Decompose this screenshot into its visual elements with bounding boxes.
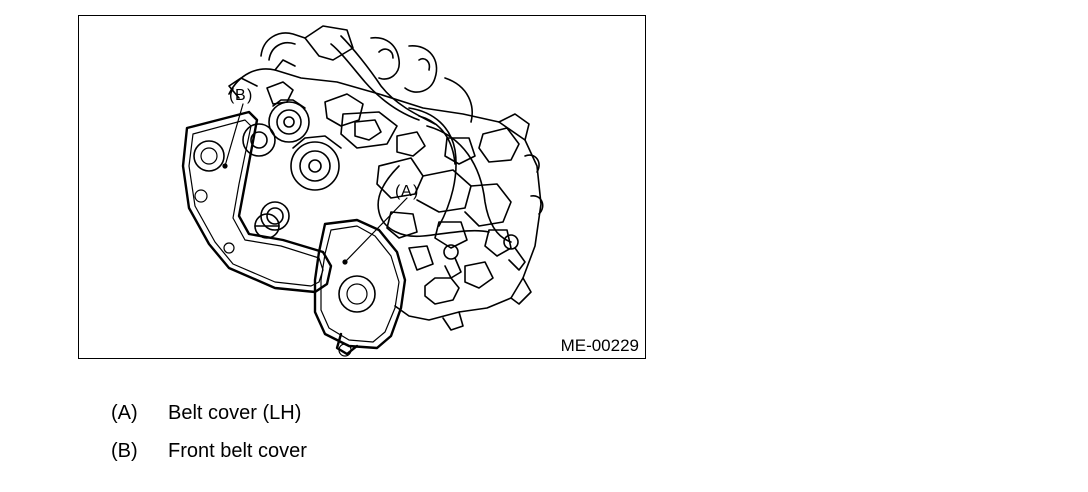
callout-a-letter: A bbox=[401, 183, 412, 200]
legend: (A) Belt cover (LH) (B) Front belt cover bbox=[111, 400, 307, 476]
legend-item-a: (A) Belt cover (LH) bbox=[111, 400, 307, 438]
belt-cover-lh bbox=[313, 218, 407, 357]
figure-code: ME-00229 bbox=[560, 336, 639, 355]
callout-b-letter: B bbox=[235, 87, 246, 104]
engine-block bbox=[228, 59, 544, 331]
pulley-group bbox=[242, 81, 364, 231]
front-belt-cover bbox=[181, 110, 333, 294]
callout-labels: ( B ) ( A ) bbox=[229, 87, 418, 200]
ignition-leads bbox=[377, 107, 526, 279]
legend-text: Front belt cover bbox=[168, 440, 307, 462]
callout-b-close: ) bbox=[247, 87, 252, 104]
callout-leaders bbox=[222, 103, 408, 265]
engine-illustration: ( B ) ( A ) bbox=[181, 25, 544, 357]
legend-item-b: (B) Front belt cover bbox=[111, 438, 307, 476]
callout-a-close: ) bbox=[413, 183, 418, 200]
intake-hoses bbox=[260, 25, 473, 125]
callout-b-open: ( bbox=[229, 87, 235, 104]
legend-key: (B) bbox=[111, 440, 138, 462]
crank-opening bbox=[254, 213, 280, 239]
figure-frame: ( B ) ( A ) ME-00229 bbox=[78, 15, 646, 359]
callout-a-open: ( bbox=[395, 183, 401, 200]
legend-text: Belt cover (LH) bbox=[168, 402, 302, 424]
legend-key: (A) bbox=[111, 402, 138, 424]
